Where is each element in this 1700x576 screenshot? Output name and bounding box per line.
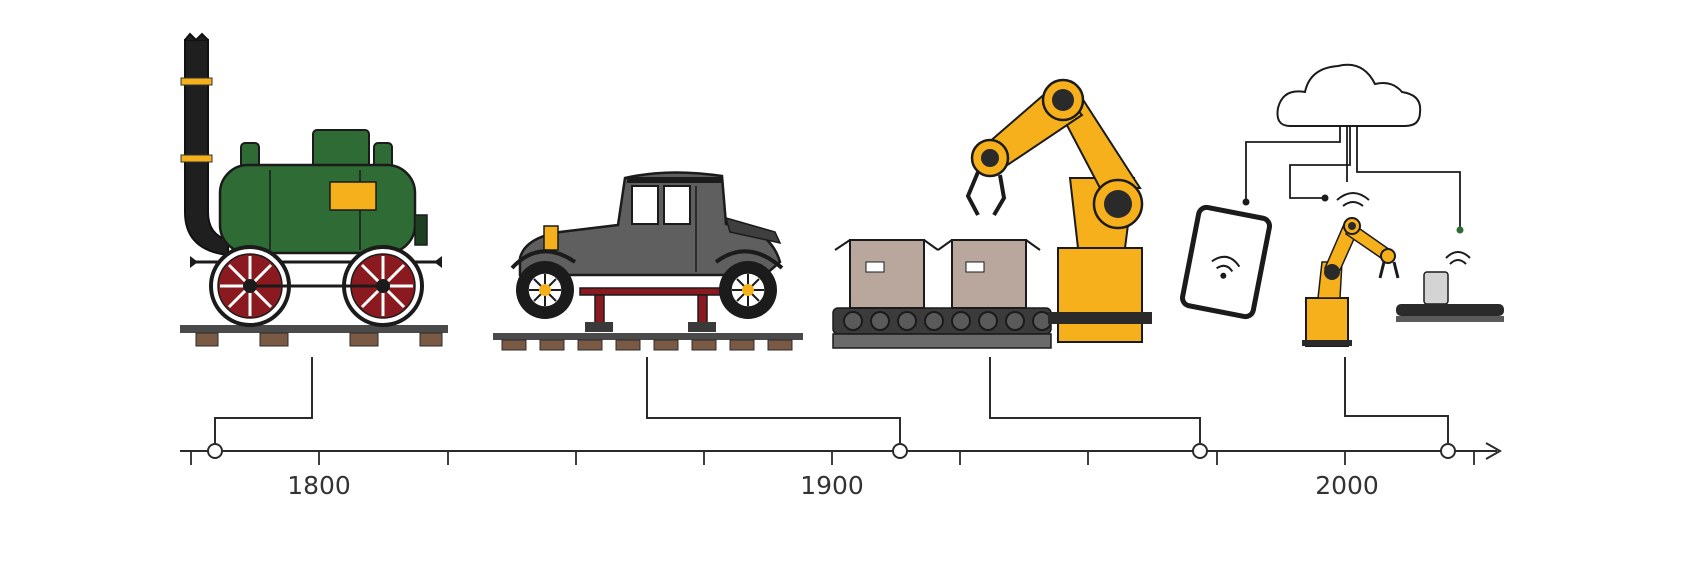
cloud-iot-icon [1180, 63, 1504, 347]
marker-robot [1192, 443, 1208, 459]
cloud-icon [1276, 63, 1422, 127]
cardboard-box-2 [937, 239, 1041, 309]
axis-label-1900: 1900 [800, 471, 864, 500]
car-wheel-rear [719, 261, 777, 319]
wifi-icon [1336, 192, 1471, 265]
timeline-markers [207, 443, 1456, 459]
timeline-ticks [190, 451, 1475, 465]
vintage-car-icon [493, 171, 803, 351]
axis-label-2000: 2000 [1315, 471, 1379, 500]
connector-steam [214, 357, 313, 444]
timeline-axis [180, 442, 1503, 460]
marker-iot [1440, 443, 1456, 459]
axis-label-1800: 1800 [287, 471, 351, 500]
robotic-arm-icon [832, 78, 1152, 349]
tablet-icon [1180, 204, 1272, 320]
steam-locomotive-icon [180, 32, 448, 347]
marker-steam [207, 443, 223, 459]
era-connectors [214, 357, 1449, 444]
marker-automobile [892, 443, 908, 459]
cardboard-box-1 [834, 239, 939, 309]
connector-robot [989, 357, 1201, 444]
car-wheel-front [516, 261, 574, 319]
connector-automobile [646, 357, 901, 444]
connector-iot [1344, 357, 1449, 444]
axis-arrow-icon [1485, 442, 1503, 460]
